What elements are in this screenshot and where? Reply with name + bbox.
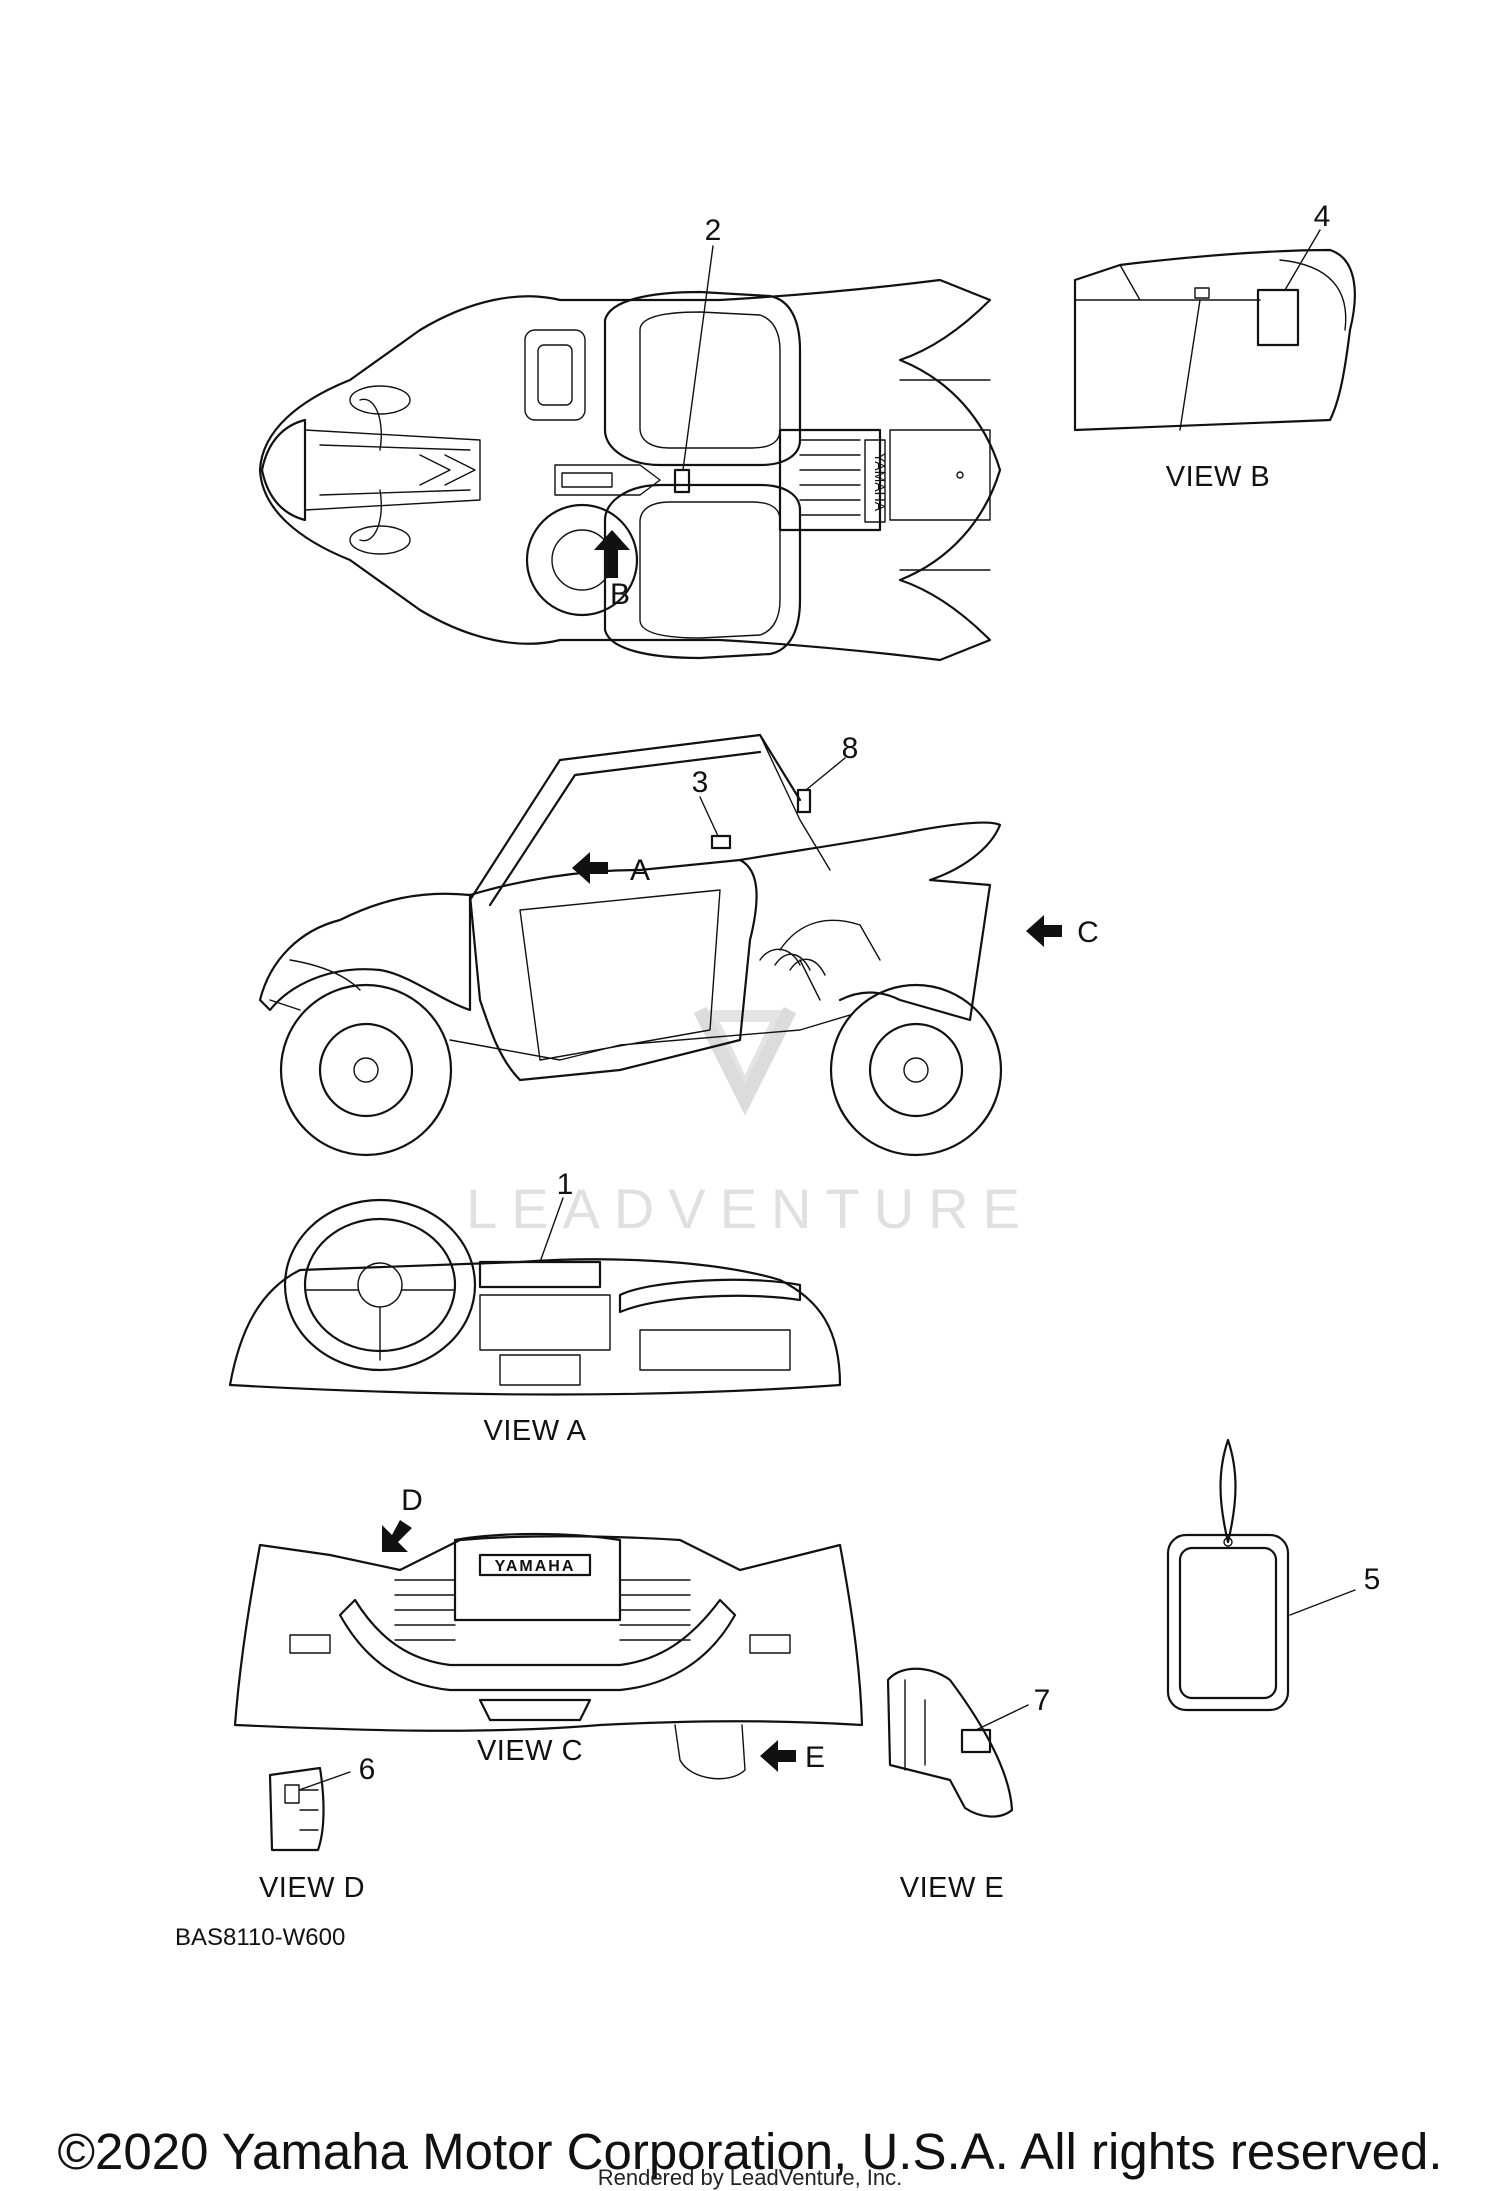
view-arrow-b-label: B (610, 578, 630, 611)
decal-3-marker (710, 834, 732, 850)
leadventure-watermark: LEADVENTURE (466, 1006, 1034, 1240)
callout-8: 8 (842, 732, 859, 765)
decal-8-marker (796, 788, 812, 814)
rendered-by-note: Rendered by LeadVenture, Inc. (597, 2165, 903, 2190)
view-arrow-c-label: C (1077, 916, 1099, 949)
view-arrow-e-label: E (805, 1741, 825, 1774)
callout-6: 6 (359, 1753, 376, 1786)
caption-view-d: VIEW D (259, 1872, 365, 1904)
decal-2-marker (673, 468, 691, 494)
arrow-c-icon (1026, 915, 1062, 947)
watermark-text: LEADVENTURE (466, 1177, 1034, 1240)
top-view-badge: YAMAHA (872, 453, 888, 512)
caption-view-b: VIEW B (1166, 461, 1271, 493)
view-arrow-d-label: D (401, 1484, 423, 1517)
top-view-drawing: YAMAHA (258, 245, 1002, 662)
arrow-b-icon (594, 530, 630, 578)
arrow-d-icon (382, 1520, 412, 1552)
callout-4: 4 (1314, 200, 1331, 233)
view-a-drawing (228, 1197, 842, 1396)
view-c-drawing: YAMAHA (233, 1520, 864, 1780)
view-d-drawing (268, 1766, 351, 1852)
callout-5: 5 (1364, 1563, 1381, 1596)
decal-4-marker (1256, 288, 1300, 347)
caption-view-a: VIEW A (484, 1415, 587, 1447)
view-arrow-a-label: A (630, 854, 650, 887)
decal-1-marker (478, 1260, 602, 1289)
arrow-e-icon (760, 1740, 796, 1772)
caption-view-c: VIEW C (477, 1735, 583, 1767)
arrow-a-icon (572, 852, 608, 884)
view-e-drawing (886, 1667, 1029, 1818)
part-code: BAS8110-W600 (175, 1924, 345, 1951)
callout-3: 3 (692, 766, 709, 799)
hang-tag-drawing (1166, 1438, 1356, 1712)
hood-badge: YAMAHA (495, 1558, 576, 1575)
copyright-notice: ©2020 Yamaha Motor Corporation, U.S.A. A… (57, 2123, 1443, 2180)
callout-1: 1 (557, 1168, 574, 1201)
caption-view-e: VIEW E (900, 1872, 1005, 1904)
decal-6-marker (284, 1784, 300, 1804)
side-view-drawing (258, 733, 1062, 1157)
view-b-drawing (1073, 229, 1356, 432)
callout-7: 7 (1034, 1684, 1051, 1717)
callout-2: 2 (705, 214, 722, 247)
